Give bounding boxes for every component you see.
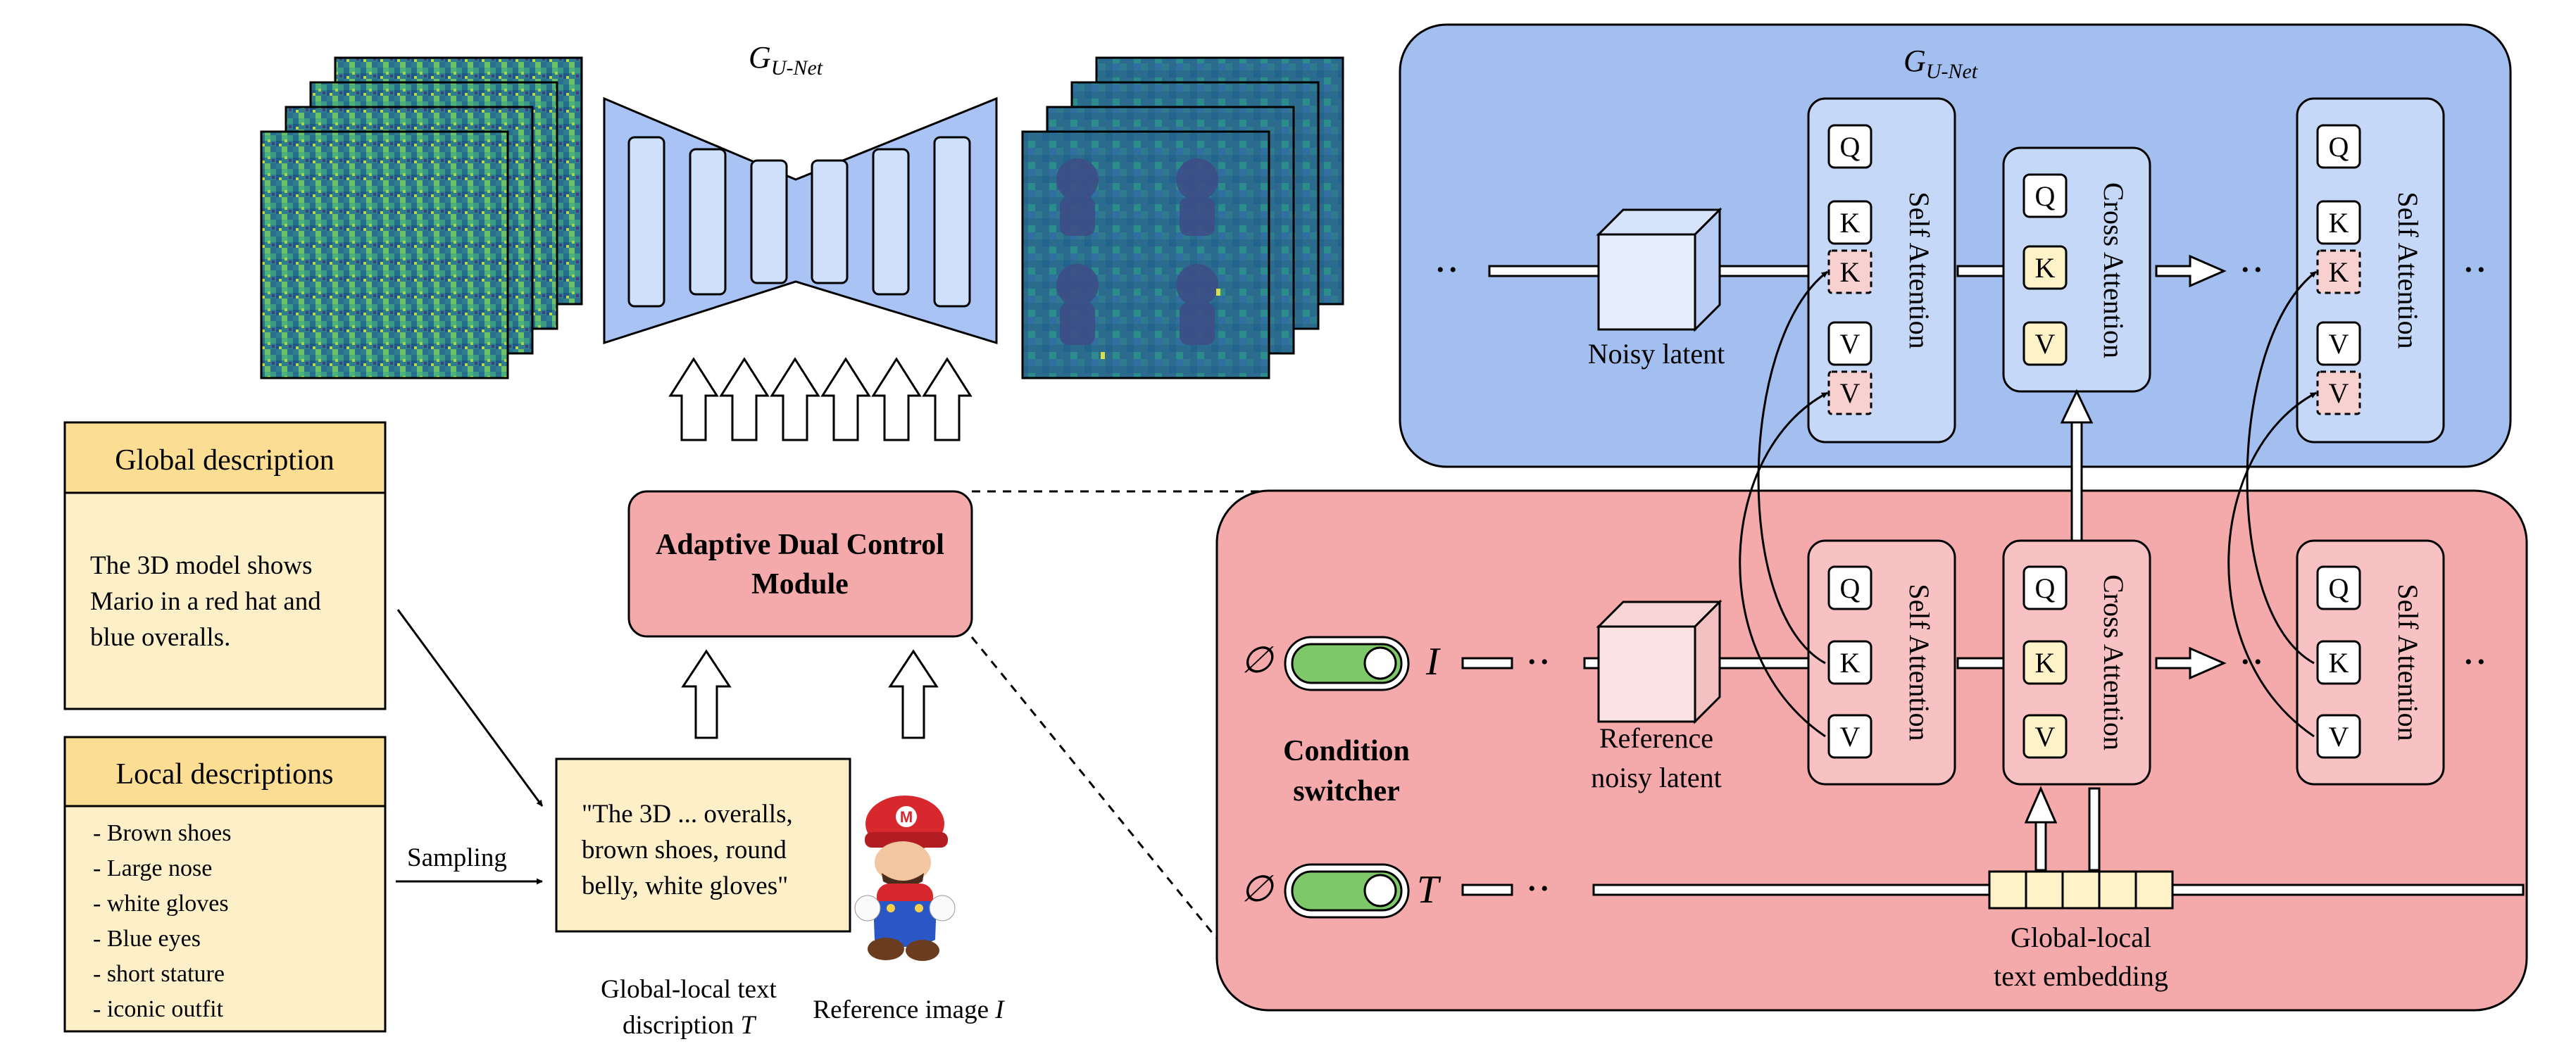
svg-text:V: V <box>1840 721 1861 753</box>
svg-text:∅: ∅ <box>1241 869 1275 910</box>
combined-text-caption: Global-local text <box>601 975 777 1004</box>
ellipsis: • • <box>2465 258 2485 282</box>
adcm-title-line1: Adaptive Dual Control <box>656 529 944 561</box>
reference-latent-label: Reference <box>1599 722 1713 754</box>
reference-image-mario: M <box>854 796 956 961</box>
upward-arrows-to-unet <box>668 357 973 441</box>
global-local-text-embedding <box>1988 870 2174 910</box>
self-attention-block-red-1: Q K V Self Attention <box>1807 539 1956 786</box>
ellipsis: • • <box>1528 650 1549 674</box>
noise-input-stack <box>260 56 583 379</box>
self-attention-block-blue-1: Q K K V V Self Attention <box>1807 97 1956 444</box>
unet-shape <box>603 96 998 345</box>
svg-text:I: I <box>1425 640 1441 684</box>
noisy-latent-label: Noisy latent <box>1588 338 1725 370</box>
svg-text:V: V <box>2329 328 2349 360</box>
svg-text:K: K <box>2035 647 2056 679</box>
adcm-title-line2: Module <box>751 568 849 601</box>
svg-text:K: K <box>2329 207 2349 239</box>
svg-text:V: V <box>2329 721 2349 753</box>
svg-text:∅: ∅ <box>1241 641 1275 681</box>
ellipsis: • • <box>2465 650 2485 674</box>
self-attention-label: Self Attention <box>2392 191 2424 348</box>
svg-text:Q: Q <box>2329 572 2349 604</box>
cross-attention-label: Cross Attention <box>2098 574 2130 750</box>
local-description-item: - Large nose <box>93 855 212 881</box>
svg-text:Q: Q <box>2329 131 2349 163</box>
reference-noisy-latent-cube <box>1596 599 1722 724</box>
global-description-card: Global description The 3D model shows Ma… <box>63 421 387 710</box>
local-description-item: - short stature <box>93 961 225 987</box>
svg-text:V: V <box>1840 377 1861 409</box>
reference-latent-label-2: noisy latent <box>1591 762 1722 793</box>
svg-text:K: K <box>2035 252 2056 284</box>
svg-text:Q: Q <box>1840 572 1861 604</box>
text-condition-toggle[interactable]: ∅ T <box>1241 863 1442 919</box>
zoom-connector-lines <box>970 490 1285 965</box>
svg-text:V: V <box>2035 328 2056 360</box>
flow-arrows-left <box>396 609 544 885</box>
cross-attention-block-red: Q K V Cross Attention <box>2002 539 2151 786</box>
noisy-latent-cube <box>1596 207 1722 332</box>
svg-text:Q: Q <box>1840 131 1861 163</box>
global-description-line: Mario in a red hat and <box>90 587 321 616</box>
ellipsis: • • <box>1528 877 1549 900</box>
local-description-item: - white gloves <box>93 891 229 917</box>
svg-text:T: T <box>1417 868 1442 912</box>
cross-attention-label: Cross Attention <box>2098 182 2130 358</box>
embedding-label-2: text embedding <box>1994 960 2168 992</box>
reference-image-caption: Reference image I <box>813 995 1005 1024</box>
svg-text:Q: Q <box>2035 572 2056 604</box>
local-description-item: - Blue eyes <box>93 926 201 952</box>
combined-text-caption-2: discription T <box>623 1011 757 1040</box>
svg-text:K: K <box>2329 647 2349 679</box>
self-attention-block-blue-2: Q K K V V Self Attention <box>2296 97 2445 444</box>
self-attention-block-red-2: Q K V Self Attention <box>2296 539 2445 786</box>
self-attention-label: Self Attention <box>1903 191 1935 348</box>
embedding-label: Global-local <box>2011 922 2151 953</box>
global-local-text-card: "The 3D ... overalls, brown shoes, round… <box>555 758 851 933</box>
self-attention-label: Self Attention <box>2392 584 2424 741</box>
condition-switcher-label: Condition <box>1283 735 1410 767</box>
global-description-line: blue overalls. <box>90 623 230 652</box>
local-descriptions-header: Local descriptions <box>115 758 333 791</box>
svg-text:V: V <box>1840 328 1861 360</box>
sampling-label: Sampling <box>407 843 507 872</box>
panel-title: GU-Net <box>1903 44 1978 83</box>
combined-text-line: brown shoes, round <box>582 836 787 865</box>
global-description-line: The 3D model shows <box>90 551 313 580</box>
svg-text:V: V <box>2329 377 2349 409</box>
svg-text:K: K <box>1840 207 1861 239</box>
unet-title: GU-Net <box>749 40 823 80</box>
local-descriptions-card: Local descriptions - Brown shoes - Large… <box>63 736 387 1033</box>
image-condition-toggle[interactable]: ∅ I <box>1241 636 1441 691</box>
global-description-header: Global description <box>115 444 334 477</box>
self-attention-label: Self Attention <box>1903 584 1935 741</box>
output-latent-stack <box>1021 56 1344 379</box>
svg-text:K: K <box>2329 256 2349 288</box>
local-description-item: - iconic outfit <box>93 996 224 1022</box>
svg-text:M: M <box>900 808 913 826</box>
ellipsis: • • <box>1437 258 1457 282</box>
local-description-item: - Brown shoes <box>93 820 231 846</box>
ellipsis: • • <box>2242 258 2262 282</box>
svg-text:Q: Q <box>2035 180 2056 212</box>
combined-text-line: "The 3D ... overalls, <box>582 800 793 829</box>
kv-injection-arrows <box>1739 270 2317 738</box>
adaptive-dual-control-module: Adaptive Dual Control Module <box>627 490 973 638</box>
svg-text:V: V <box>2035 721 2056 753</box>
svg-text:K: K <box>1840 647 1861 679</box>
condition-switcher-label-2: switcher <box>1293 775 1400 807</box>
adcm-input-arrows <box>681 649 939 739</box>
svg-text:K: K <box>1840 256 1861 288</box>
combined-text-line: belly, white gloves" <box>582 872 788 900</box>
cross-attention-block-blue: Q K V Cross Attention <box>2002 146 2151 393</box>
